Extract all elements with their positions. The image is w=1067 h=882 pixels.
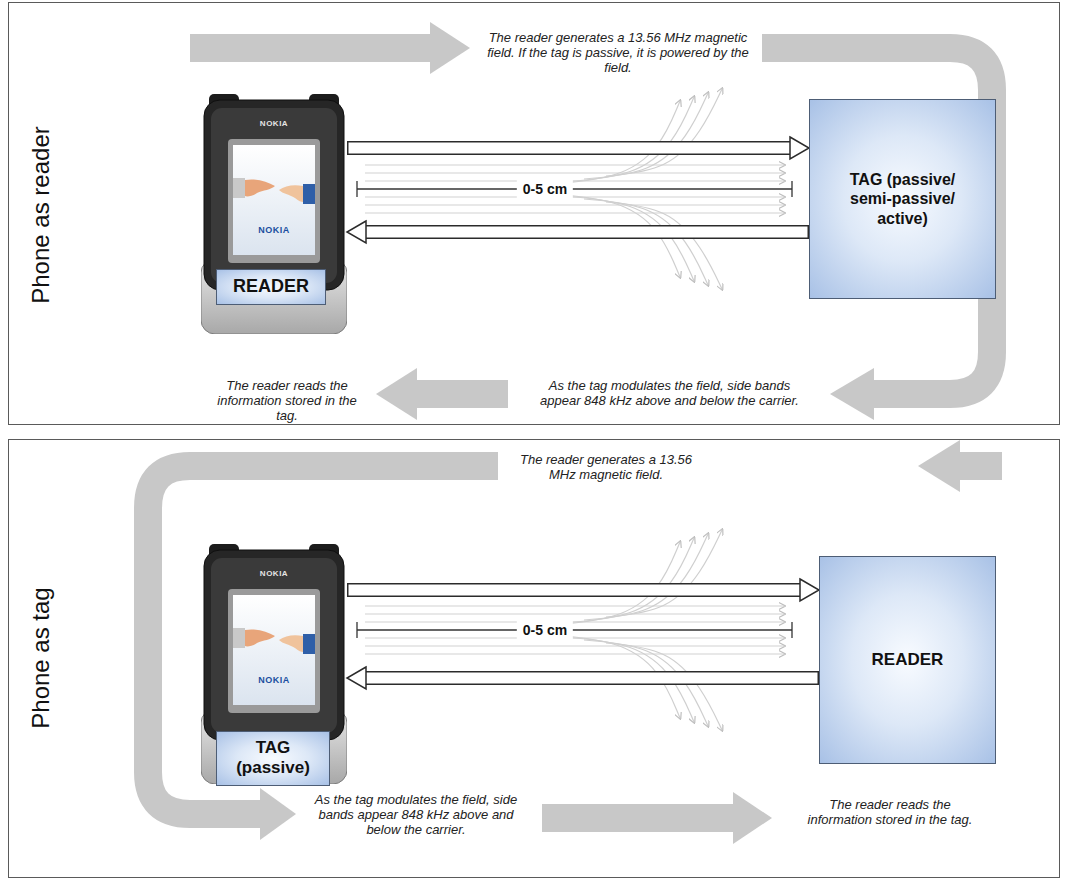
field-line (606, 202, 722, 289)
field-line (365, 653, 784, 654)
annotation-text: As the tag modulates the field, side ban… (532, 378, 807, 408)
brand-text: NOKIA (260, 569, 288, 578)
annotation-text: The reader reads the information stored … (805, 797, 975, 827)
flow-arrow (148, 466, 498, 814)
annotation-text: The reader generates a 13.56 MHz magneti… (520, 452, 692, 482)
dimension-line (357, 181, 792, 638)
flow-arrow-head (830, 368, 874, 420)
field-line (562, 97, 694, 182)
dimension-line (357, 629, 792, 630)
dimension-label: 0-5 cm (517, 621, 573, 639)
brand-text: NOKIA (260, 119, 288, 128)
field-line (606, 643, 722, 730)
annotation-text: The reader generates a 13.56 MHz magneti… (476, 30, 760, 75)
field-line (365, 645, 784, 646)
flow-arrow (190, 34, 432, 62)
arrow-outline (365, 671, 819, 685)
flow-arrow-head (918, 440, 960, 492)
phone-lid (204, 550, 344, 740)
arrow-outline (347, 583, 801, 597)
box-label: READER (233, 276, 309, 298)
flow-arrow (415, 380, 508, 408)
arrow-head (790, 137, 809, 159)
dimension-tick (356, 622, 357, 638)
field-line (365, 613, 784, 614)
field-line (365, 204, 784, 205)
field-line (606, 530, 722, 617)
phone-screen (233, 595, 315, 705)
hand (245, 629, 275, 646)
phone-screen (233, 145, 315, 255)
arrow-shaft (365, 673, 818, 684)
annotation-text: As the tag modulates the field, side ban… (300, 792, 532, 837)
reader-box: READER (819, 556, 996, 764)
annotation-text: The reader reads the information stored … (212, 378, 362, 423)
box-label: TAG (passive) (225, 738, 321, 779)
tag-box: TAG (passive) (216, 731, 330, 786)
sleeve (303, 184, 315, 204)
field-line (606, 89, 722, 176)
phone-illustration: NOKIA NOKIA TAG (passive) (201, 544, 347, 784)
brand-text: NOKIA (258, 225, 290, 235)
hand (245, 179, 275, 196)
dimension-tick (356, 181, 357, 197)
box-label: READER (872, 650, 944, 670)
field-line (365, 164, 784, 165)
reader-box: READER (216, 269, 326, 305)
signal-arrow (347, 667, 819, 689)
screen-frame (228, 139, 320, 263)
dimension-label: 0-5 cm (517, 180, 573, 198)
arrow-shaft (349, 143, 792, 154)
arrow-shaft (349, 585, 802, 596)
field-lines (365, 89, 784, 730)
arrow-head (347, 667, 366, 689)
field-line (584, 199, 708, 285)
phone-bezel (211, 108, 337, 283)
phone-lid (204, 100, 344, 290)
arrow-shaft (365, 227, 808, 238)
panel-title: Phone as tag (27, 587, 55, 728)
mode-panel: Phone as readerNOKIANOKIAREADERTAG (pass… (8, 2, 1060, 425)
flow-arrow (542, 804, 735, 832)
dimension-tick (791, 622, 792, 638)
flow-arrow-head (376, 368, 417, 420)
flow-arrow (958, 452, 1002, 480)
signal-arrow (347, 221, 809, 243)
screen-frame (228, 589, 320, 713)
field-line (365, 212, 784, 213)
box-label: TAG (passive/ semi-passive/ active) (844, 170, 962, 228)
phone-bezel (211, 558, 337, 733)
signal-arrow (347, 137, 809, 159)
field-line (584, 534, 708, 620)
sleeve (233, 178, 245, 198)
arrow-outline (347, 141, 791, 155)
brand-text: NOKIA (258, 675, 290, 685)
dimension-line (357, 188, 792, 189)
signal-arrow (347, 579, 819, 601)
arrow-outline (365, 225, 809, 239)
panel-title: Phone as reader (27, 126, 55, 303)
sleeve (233, 628, 245, 648)
phone-illustration: NOKIA NOKIA READER (201, 94, 347, 334)
arrow-head (347, 221, 366, 243)
field-line (365, 605, 784, 606)
field-line (584, 93, 708, 179)
hand (279, 635, 303, 652)
field-line (365, 172, 784, 173)
flow-arrow-head (260, 788, 296, 840)
phone-base (201, 259, 347, 334)
hand (279, 185, 303, 202)
sleeve (303, 634, 315, 654)
flow-arrow (148, 22, 1002, 844)
tag-box: TAG (passive/ semi-passive/ active) (809, 99, 996, 299)
dimension-tick (791, 181, 792, 197)
flow-arrow-head (733, 792, 772, 844)
flow-arrow-head (430, 22, 470, 74)
field-line (562, 538, 694, 623)
arrow-head (800, 579, 819, 601)
